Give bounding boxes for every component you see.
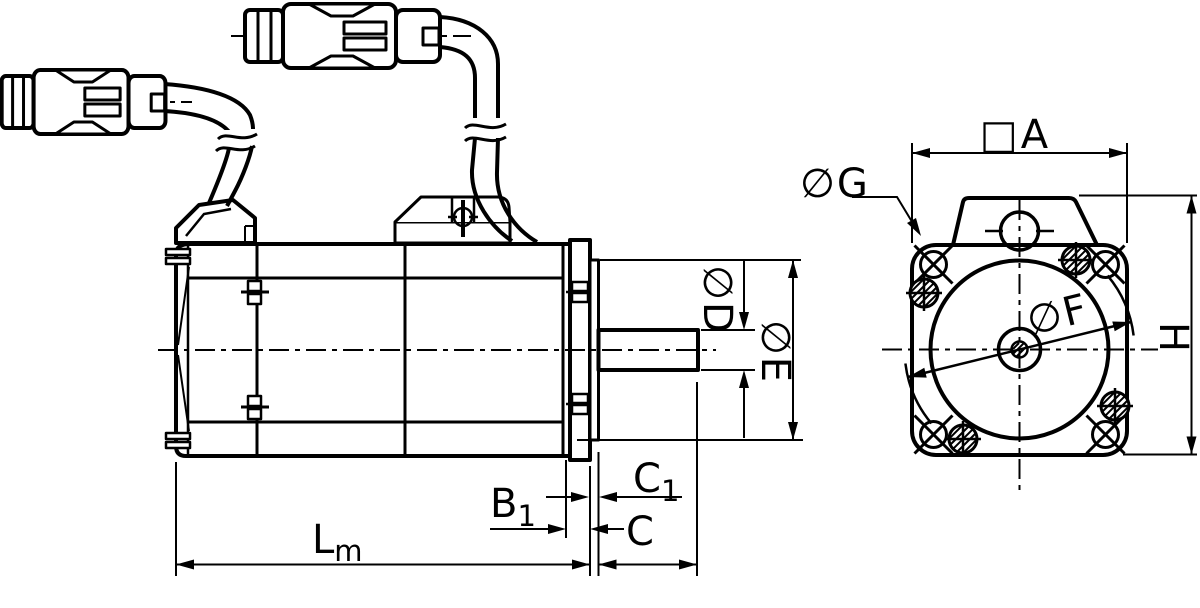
encoder-cable: [163, 82, 260, 207]
mounting-hole-bottom-left: [913, 414, 954, 455]
dimension-shaft-length: C: [598, 509, 697, 570]
connector-block: [393, 195, 512, 245]
power-cable: [439, 15, 539, 244]
dimension-collar-dia: ∅E: [577, 259, 803, 441]
mounting-hole-top-left: [913, 244, 954, 285]
dimension-flange-thickness: B1: [490, 481, 624, 534]
power-connector-plug: [231, 2, 471, 70]
dim-label-flange-size: □A: [980, 112, 1049, 158]
flange-clip-top: [566, 280, 594, 304]
dimension-flange-size: □A: [911, 112, 1128, 243]
dimension-height: H: [1079, 194, 1197, 456]
endcap-clip-top: [164, 247, 192, 266]
mounting-hole-bottom-right: [1085, 414, 1126, 455]
dim-label-shaft-dia: ∅D: [694, 265, 740, 333]
encoder-connector-plug: [0, 68, 192, 136]
dim-label-corner-hole: ∅G: [800, 161, 868, 207]
block-screw: [448, 200, 478, 237]
dimension-corner-hole: ∅G: [800, 161, 921, 236]
dim-label-flange-thickness: B1: [490, 481, 536, 533]
pitch-circle-arcs: [904, 274, 1135, 425]
mounting-hole-top-right: [1085, 244, 1126, 285]
side-view: ∅D ∅E C1: [0, 2, 803, 576]
front-view: ∅F □A ∅G H: [800, 112, 1197, 490]
dimension-collar-length: C1: [546, 456, 682, 508]
housing-clip-top: [241, 279, 269, 306]
dim-label-collar-length: C1: [633, 456, 679, 508]
cable-gland: [174, 198, 257, 245]
dim-label-motor-length: Lm: [312, 517, 363, 568]
dim-label-shaft-length: C: [626, 509, 654, 555]
endcap-clip-bottom: [164, 431, 192, 450]
extension-lines-bottom: [175, 382, 698, 576]
dim-label-height: H: [1150, 322, 1196, 352]
housing-clip-bottom: [241, 394, 269, 421]
dimension-shaft-dia: ∅D: [694, 260, 755, 438]
dim-label-collar-dia: ∅E: [752, 320, 798, 382]
flange-clip-bottom: [566, 392, 594, 416]
dimension-motor-length: Lm: [176, 517, 590, 570]
